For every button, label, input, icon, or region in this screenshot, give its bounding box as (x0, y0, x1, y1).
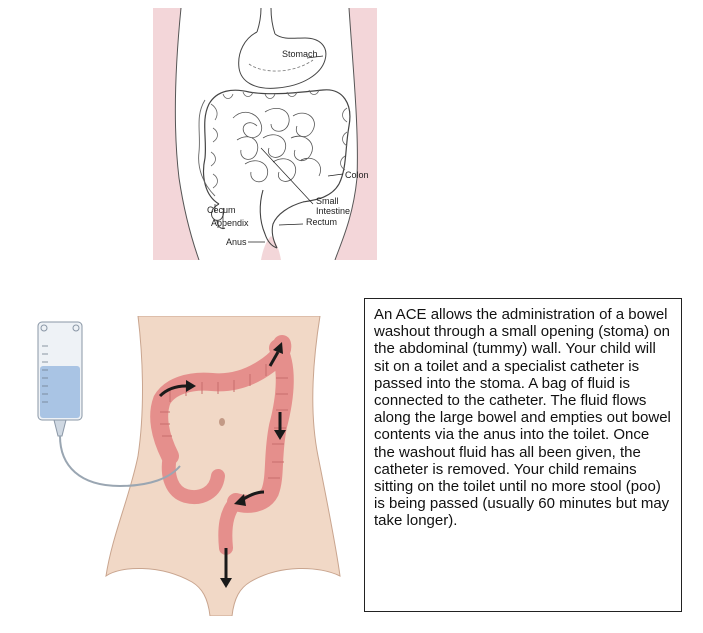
torso (105, 315, 341, 617)
label-appendix: Appendix (211, 218, 249, 228)
flow-arrow-2 (268, 351, 280, 367)
rectum (218, 495, 243, 555)
label-anus: Anus (226, 237, 247, 247)
flow-arrowhead-1 (186, 380, 196, 392)
label-small-intestine-line2: Intestine (316, 206, 351, 216)
flow-arrowhead-5 (220, 578, 232, 588)
ascending-colon (161, 449, 225, 504)
descending-colon (227, 339, 294, 513)
body-outline-right (334, 7, 358, 261)
flow-arrow-1 (158, 384, 187, 398)
skin-band-right (335, 8, 377, 260)
label-rectum: Rectum (306, 217, 338, 227)
skin-band-left (153, 8, 199, 260)
label-cecum: Cecum (207, 205, 236, 215)
body-outline-left (174, 7, 200, 261)
fluid-level (40, 366, 80, 418)
flow-arrowhead-3 (274, 430, 286, 440)
catheter-tubing (59, 435, 181, 488)
flow-arrowhead-4 (234, 494, 246, 506)
ace-washout-illustration (20, 315, 360, 617)
digestive-system-diagram: Stomach Colon Small Intestine Cecum Appe… (153, 7, 377, 261)
ace-washout-drawing (37, 315, 341, 617)
appendix-shape (216, 219, 226, 229)
label-colon: Colon (345, 170, 369, 180)
flow-arrowhead-2 (273, 342, 283, 354)
caption-box: An ACE allows the administration of a bo… (364, 298, 682, 612)
small-intestine-shape (232, 108, 321, 183)
caption-text: An ACE allows the administration of a bo… (374, 306, 671, 530)
label-small-intestine-line1: Small (316, 196, 339, 206)
bag-outlet (53, 419, 67, 437)
stomach-shape (238, 31, 327, 89)
digestive-system-drawing (153, 7, 377, 261)
navel (219, 418, 225, 426)
skin-band-bottom (261, 236, 281, 260)
label-stomach: Stomach (282, 49, 318, 59)
rectum-shape (271, 201, 304, 249)
